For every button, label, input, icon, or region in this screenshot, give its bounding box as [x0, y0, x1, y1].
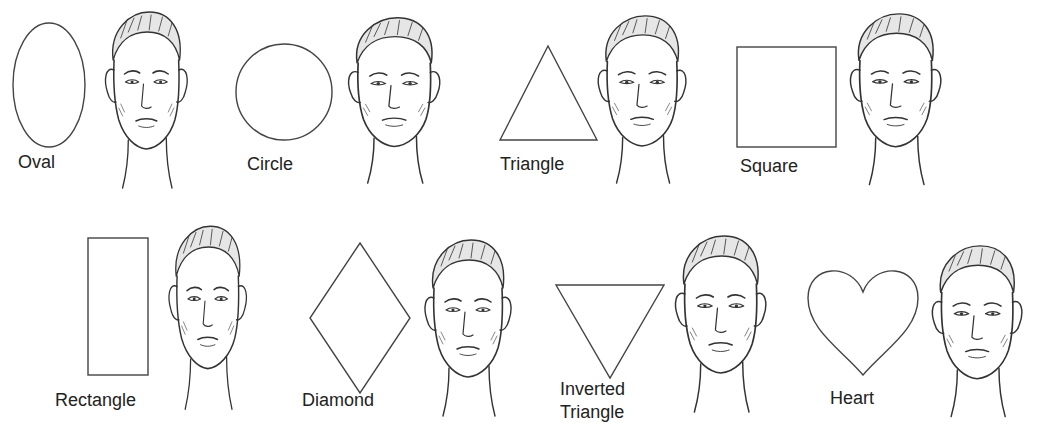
face-sketch — [676, 236, 766, 412]
shape-label: Oval — [18, 151, 55, 174]
face-sketch — [851, 14, 941, 185]
square-shape — [737, 47, 836, 147]
face-sketch — [598, 16, 686, 183]
shape-label: Circle — [247, 153, 293, 176]
face-sketch — [932, 246, 1021, 417]
shape-label: Inverted Triangle — [560, 378, 660, 424]
inverted-triangle-shape — [556, 285, 664, 378]
shape-label: Square — [740, 155, 798, 178]
diamond-shape — [310, 243, 410, 393]
shape-label: Heart — [830, 387, 874, 410]
face-sketch — [106, 12, 188, 188]
shape-label: Triangle — [500, 153, 564, 176]
shape-label: Diamond — [302, 389, 374, 412]
shape-label: Rectangle — [55, 389, 136, 412]
heart-shape — [808, 271, 918, 375]
triangle-shape — [500, 46, 597, 140]
face-sketch — [349, 18, 440, 183]
circle-shape — [236, 44, 332, 140]
face-sketch — [169, 226, 246, 409]
rectangle-shape — [88, 238, 148, 375]
oval-shape — [13, 23, 85, 147]
face-sketch — [425, 240, 511, 416]
